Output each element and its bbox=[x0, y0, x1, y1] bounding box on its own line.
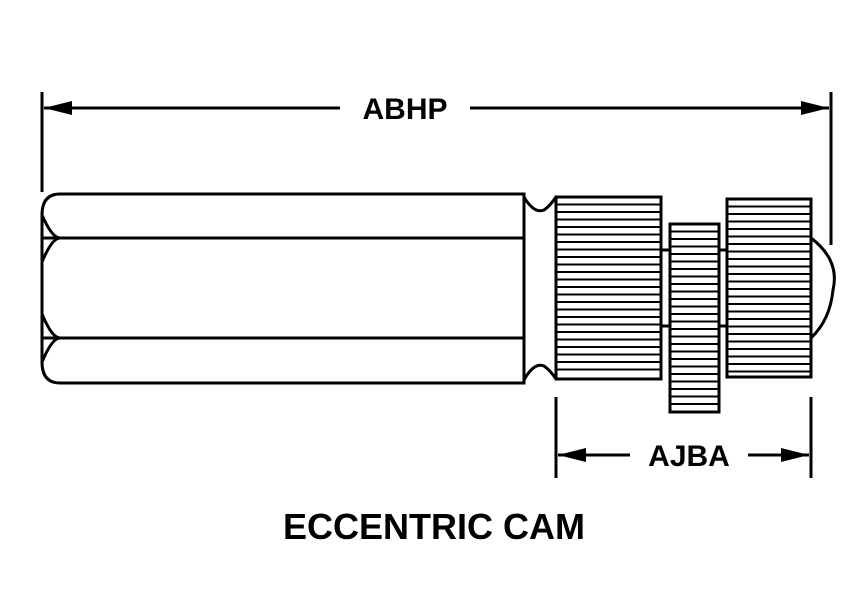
dome-end bbox=[809, 236, 836, 340]
diagram-title: ECCENTRIC CAM bbox=[283, 506, 585, 547]
dimension-abhp bbox=[40, 92, 833, 245]
knurl-eccentric bbox=[668, 222, 721, 414]
arrowhead-right bbox=[801, 101, 829, 115]
arrowhead-right bbox=[781, 448, 809, 462]
dimension-label-abhp: ABHP bbox=[362, 93, 447, 126]
dimension-label-ajba: AJBA bbox=[648, 440, 730, 473]
arrowhead-left bbox=[558, 448, 586, 462]
shaft-lines bbox=[661, 248, 727, 328]
arrowhead-left bbox=[44, 101, 72, 115]
hex-body bbox=[40, 192, 526, 385]
neck bbox=[522, 196, 558, 381]
